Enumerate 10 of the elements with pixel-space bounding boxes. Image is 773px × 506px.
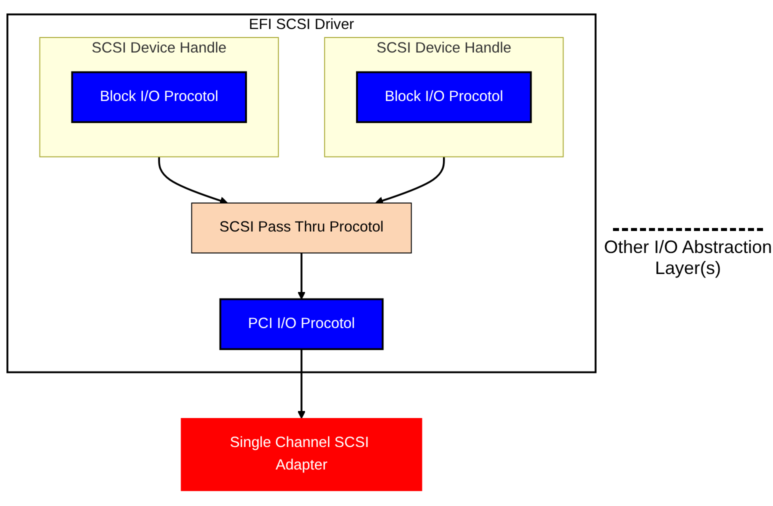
arrow — [297, 253, 306, 300]
arrow — [158, 157, 228, 206]
node-box: Single Channel SCSI Adapter — [180, 418, 422, 492]
arrow — [297, 350, 306, 420]
node-box: SCSI Pass Thru Procotol — [191, 203, 412, 254]
node-box: Block I/O Procotol — [71, 72, 247, 124]
arrow — [375, 157, 445, 206]
node-box: PCI I/O Procotol — [219, 298, 384, 351]
layer-note: Other I/O Abstraction Layer(s) — [603, 236, 773, 278]
node-box: Block I/O Procotol — [356, 72, 532, 124]
